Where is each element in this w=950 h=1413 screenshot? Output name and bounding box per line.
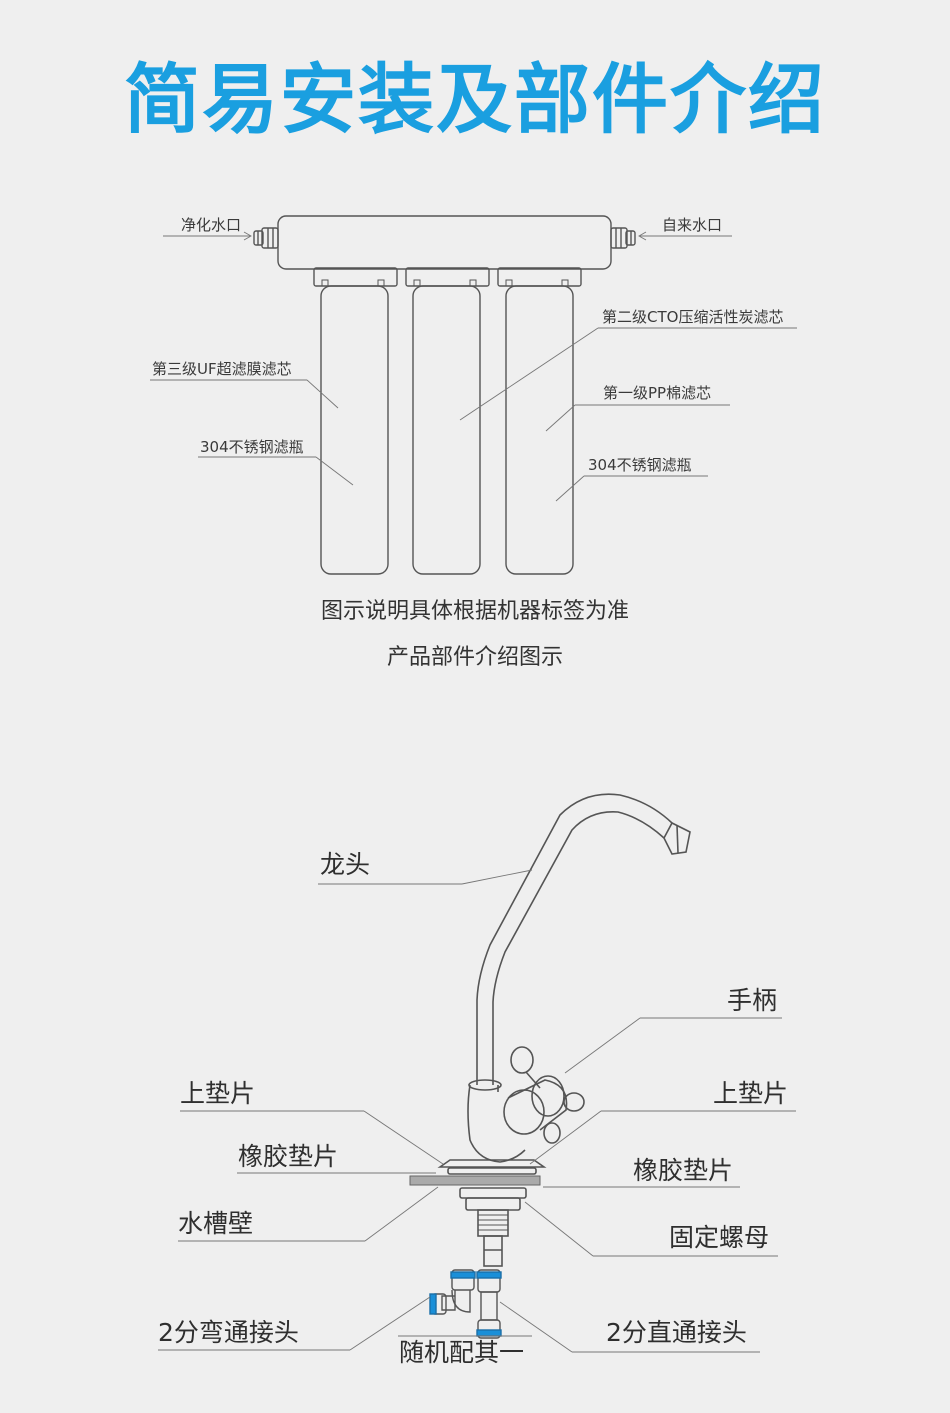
label-sink-wall: 水槽壁 [178, 1209, 254, 1238]
elbow-connector [429, 1269, 476, 1315]
bottle-3 [505, 285, 574, 575]
label-straight-connector: 2分直通接头 [606, 1318, 747, 1347]
label-rubber-gasket-left: 橡胶垫片 [238, 1142, 339, 1171]
page-title: 简易安装及部件介绍 [124, 55, 826, 144]
label-fixing-nut: 固定螺母 [669, 1223, 770, 1252]
label-random-one: 随机配其一 [399, 1338, 525, 1367]
label-tap-inlet: 自来水口 [662, 216, 723, 234]
label-stage1-pp: 第一级PP棉滤芯 [603, 384, 712, 402]
label-spout: 龙头 [320, 850, 371, 879]
label-stage2-carbon: 第二级CTO压缩活性炭滤芯 [602, 308, 784, 326]
outlet-fitting-left [253, 227, 279, 249]
inlet-fitting-right [610, 227, 636, 249]
caption-note: 图示说明具体根据机器标签为准 [320, 599, 629, 624]
connector-parts [429, 1269, 502, 1339]
filter-head [277, 215, 612, 270]
caption-intro: 产品部件介绍图示 [386, 645, 563, 670]
bottle-2 [412, 285, 481, 575]
label-stage3-uf: 第三级UF超滤膜滤芯 [152, 360, 292, 378]
label-handle: 手柄 [727, 986, 778, 1015]
faucet-drawing [409, 793, 691, 1267]
label-bottle-right: 304不锈钢滤瓶 [588, 456, 692, 474]
label-upper-gasket-left: 上垫片 [180, 1079, 256, 1108]
straight-connector [476, 1269, 502, 1339]
cap-2 [405, 267, 490, 287]
label-elbow-connector: 2分弯通接头 [158, 1318, 299, 1347]
cap-3 [497, 267, 582, 287]
label-purified-outlet: 净化水口 [181, 216, 242, 234]
label-upper-gasket-right: 上垫片 [713, 1079, 789, 1108]
label-rubber-gasket-right: 橡胶垫片 [633, 1156, 734, 1185]
cap-1 [313, 267, 398, 287]
label-bottle-left: 304不锈钢滤瓶 [200, 438, 304, 456]
bottle-1 [320, 285, 389, 575]
